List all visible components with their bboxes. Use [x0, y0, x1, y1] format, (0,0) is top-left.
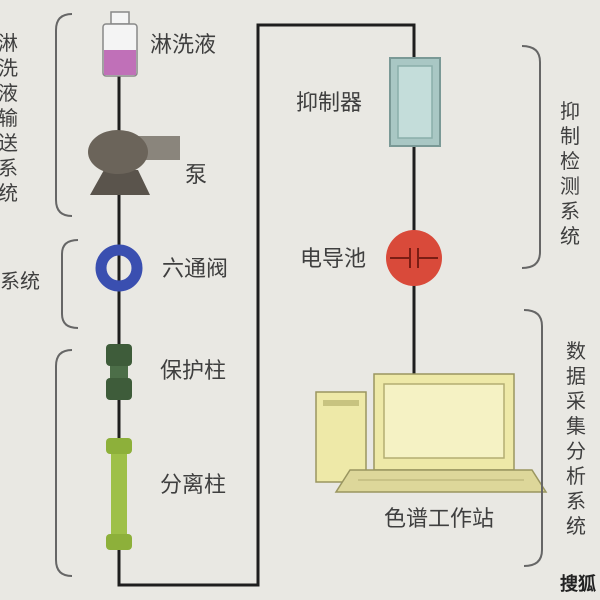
svg-text:据: 据: [566, 364, 586, 388]
brace-eluent-delivery: [55, 13, 73, 217]
flow-line: [117, 23, 416, 587]
pump-label: 泵: [185, 163, 207, 188]
brace-data-acquisition: [523, 309, 543, 567]
separation-column-label: 分离柱: [160, 473, 226, 498]
watermark: 搜狐: [560, 573, 596, 595]
svg-text:输: 输: [0, 106, 18, 130]
svg-text:分: 分: [566, 439, 586, 463]
conductivity-cell-label: 电导池: [300, 247, 366, 272]
suppression-detection-system-label: 抑 制 检 测 系 统: [560, 99, 580, 248]
eluent-label: 淋洗液: [150, 33, 216, 58]
svg-text:采: 采: [566, 389, 586, 413]
suppressor-label: 抑制器: [296, 91, 362, 116]
svg-text:测: 测: [560, 174, 580, 198]
svg-text:统: 统: [0, 181, 18, 205]
injection-system-label: 系统: [0, 269, 40, 293]
brace-separation: [55, 349, 73, 577]
pump-icon: [88, 130, 180, 195]
guard-column-icon: [106, 344, 132, 400]
brace-injection: [61, 239, 79, 329]
separation-column-icon: [106, 438, 132, 550]
svg-text:洗: 洗: [0, 56, 18, 80]
svg-text:统: 统: [566, 514, 586, 538]
conductivity-cell-icon: [386, 230, 442, 286]
brace-suppression-detection: [521, 45, 541, 269]
svg-text:析: 析: [566, 464, 586, 488]
svg-text:检: 检: [560, 149, 580, 173]
guard-column-label: 保护柱: [160, 359, 226, 384]
svg-text:统: 统: [560, 224, 580, 248]
svg-text:抑: 抑: [560, 99, 580, 123]
svg-text:系: 系: [560, 199, 580, 223]
data-acquisition-system-label: 数 据 采 集 分 析 系 统: [566, 339, 586, 538]
svg-text:液: 液: [0, 81, 18, 105]
svg-text:数: 数: [566, 339, 586, 363]
svg-text:系: 系: [566, 489, 586, 513]
svg-text:制: 制: [560, 124, 580, 148]
svg-text:系: 系: [0, 156, 18, 180]
svg-text:集: 集: [566, 414, 586, 438]
workstation-label: 色谱工作站: [384, 507, 494, 532]
eluent-delivery-system-label: 淋 洗 液 输 送 系 统: [0, 31, 18, 205]
eluent-bottle-icon: [102, 11, 138, 77]
six-port-valve-icon: [95, 244, 143, 292]
svg-text:送: 送: [0, 131, 18, 155]
six-port-valve-label: 六通阀: [162, 257, 228, 282]
svg-text:淋: 淋: [0, 31, 18, 55]
suppressor-icon: [389, 57, 441, 147]
computer-icon: [315, 373, 548, 493]
